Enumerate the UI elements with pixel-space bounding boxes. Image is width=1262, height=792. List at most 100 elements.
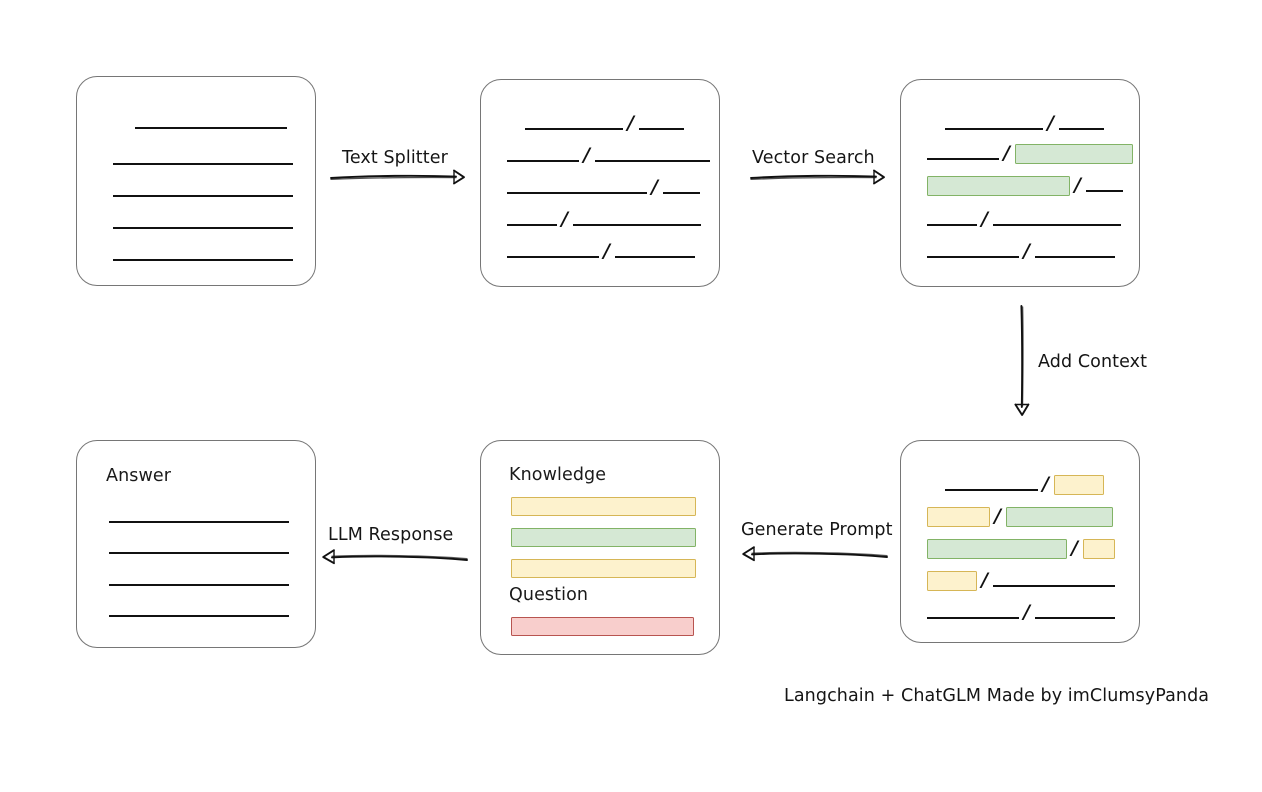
chunk-line: /	[927, 174, 1123, 196]
answer-line	[77, 599, 289, 619]
chunk-line: /	[945, 473, 1104, 495]
arrow-label-vector-search: Vector Search	[752, 148, 875, 168]
knowledge-bar-green	[511, 528, 696, 547]
doc-line	[77, 111, 287, 131]
answer-box[interactable]: Answer	[76, 440, 316, 648]
slash-separator: /	[1023, 240, 1030, 262]
arrow-label-llm-response: LLM Response	[328, 525, 454, 545]
line-segment	[662, 192, 700, 194]
context-chunk-yellow	[1082, 539, 1115, 559]
chunk-line: /	[945, 112, 1104, 134]
chunk-line: /	[927, 505, 1113, 527]
line-segment	[525, 128, 623, 130]
retrieved-chunk-green	[1005, 507, 1113, 527]
slash-separator: /	[603, 240, 610, 262]
context-added-lines: / / / / /	[901, 441, 1139, 642]
chunk-line: /	[507, 240, 695, 262]
knowledge-bar-yellow-2	[511, 559, 696, 578]
line-segment	[113, 195, 293, 197]
slash-separator: /	[1074, 174, 1081, 196]
slash-separator: /	[981, 569, 988, 591]
prompt-box[interactable]: Knowledge Question	[480, 440, 720, 655]
line-segment	[1034, 256, 1115, 258]
arrow-vector-search	[750, 168, 886, 186]
line-segment	[135, 127, 287, 129]
knowledge-label: Knowledge	[509, 465, 607, 485]
line-segment	[507, 160, 579, 162]
doc-line	[77, 179, 293, 199]
slash-separator: /	[1071, 537, 1078, 559]
retrieved-chunk-green	[1014, 144, 1133, 164]
arrow-label-add-context: Add Context	[1038, 352, 1148, 372]
line-segment	[927, 256, 1019, 258]
answer-line	[77, 536, 289, 556]
chunk-line: /	[525, 112, 684, 133]
arrow-llm-response	[320, 548, 468, 566]
line-segment	[992, 585, 1115, 587]
chunk-line: /	[927, 142, 1133, 164]
line-segment	[113, 163, 293, 165]
line-segment	[1085, 190, 1123, 192]
line-segment	[1058, 128, 1104, 130]
slash-separator: /	[583, 144, 590, 166]
arrow-generate-prompt	[740, 545, 888, 563]
knowledge-bar-yellow-1	[511, 497, 696, 516]
split-chunks-lines: / / / / /	[481, 80, 719, 286]
slash-separator: /	[651, 176, 658, 198]
line-segment	[507, 224, 557, 226]
line-segment	[1034, 617, 1115, 619]
slash-separator: /	[994, 505, 1001, 527]
slash-separator: /	[1003, 142, 1010, 164]
line-segment	[927, 224, 977, 226]
source-document-lines	[77, 77, 315, 285]
footer-credit: Langchain + ChatGLM Made by imClumsyPand…	[784, 686, 1210, 706]
line-segment	[572, 224, 701, 226]
vector-search-results-lines: / / / / /	[901, 80, 1139, 286]
chunk-line: /	[507, 144, 710, 166]
line-segment	[109, 552, 289, 554]
slash-separator: /	[1047, 112, 1054, 134]
line-segment	[507, 256, 599, 258]
answer-contents: Answer	[77, 441, 315, 647]
chunk-line: /	[927, 208, 1121, 230]
slash-separator: /	[1042, 473, 1049, 495]
doc-line	[77, 147, 293, 167]
answer-line	[77, 568, 289, 588]
line-segment	[109, 615, 289, 617]
vector-search-results-box[interactable]: / / / / /	[900, 79, 1140, 287]
line-segment	[594, 160, 710, 162]
chunk-line: /	[927, 601, 1115, 623]
line-segment	[113, 259, 293, 261]
chunk-line: /	[507, 208, 701, 230]
line-segment	[945, 128, 1043, 130]
chunk-line: /	[927, 240, 1115, 262]
slash-separator: /	[561, 208, 568, 230]
line-segment	[109, 521, 289, 523]
context-chunk-yellow	[927, 507, 990, 527]
context-added-box[interactable]: / / / / /	[900, 440, 1140, 643]
arrow-label-generate-prompt: Generate Prompt	[741, 520, 893, 540]
context-chunk-yellow	[1053, 475, 1104, 495]
line-segment	[927, 617, 1019, 619]
line-segment	[638, 128, 684, 130]
question-label: Question	[509, 585, 589, 605]
arrow-label-text-splitter: Text Splitter	[342, 148, 448, 168]
arrow-text-splitter	[330, 168, 466, 186]
chunk-line: /	[507, 176, 700, 198]
arrow-add-context	[1012, 305, 1032, 417]
split-chunks-box[interactable]: / / / / /	[480, 79, 720, 287]
line-segment	[113, 227, 293, 229]
source-document-box[interactable]	[76, 76, 316, 286]
line-segment	[109, 584, 289, 586]
slash-separator: /	[981, 208, 988, 230]
retrieved-chunk-green	[927, 539, 1067, 559]
question-bar-red	[511, 617, 694, 636]
chunk-line: /	[927, 569, 1115, 591]
answer-line	[77, 505, 289, 525]
line-segment	[614, 256, 695, 258]
line-segment	[945, 489, 1038, 491]
prompt-contents: Knowledge Question	[481, 441, 719, 654]
retrieved-chunk-green	[927, 176, 1070, 196]
slash-separator: /	[1023, 601, 1030, 623]
